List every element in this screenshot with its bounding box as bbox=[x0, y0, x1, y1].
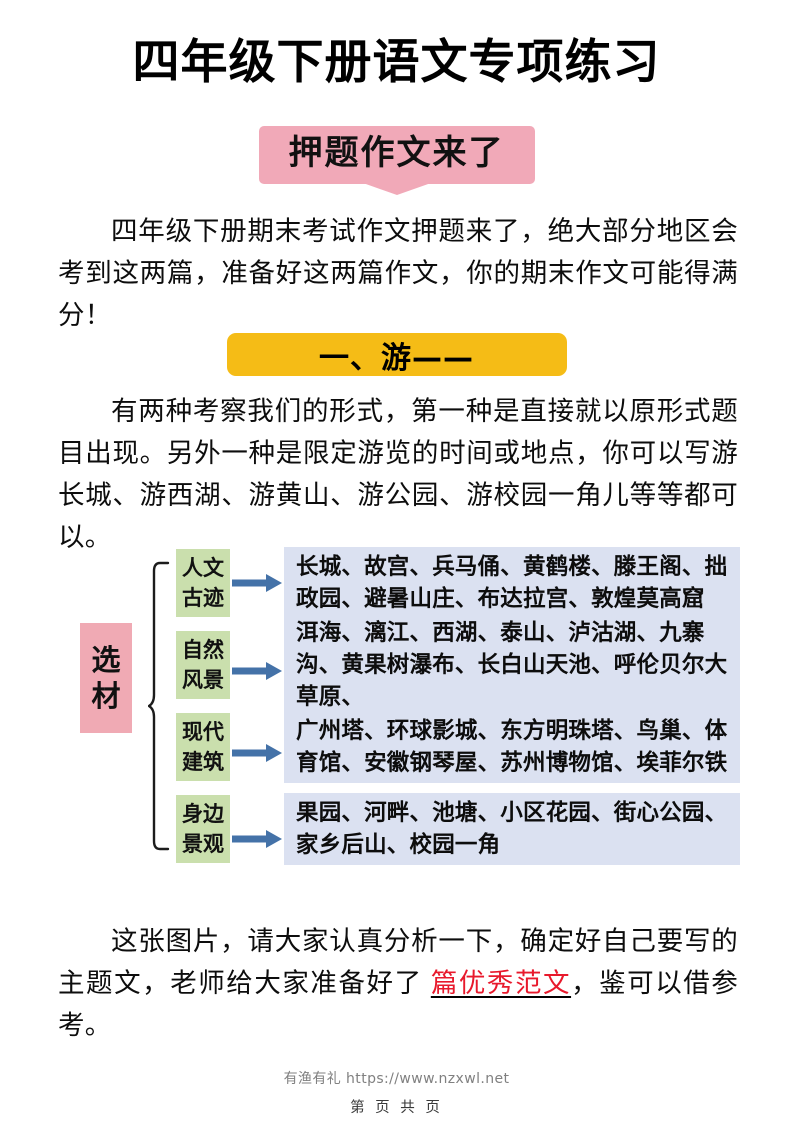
closing-text-part1: 这张图片，请大家认真分析一下，确定好自己要写的主题文，老师给大家准备好了 bbox=[58, 926, 738, 998]
footer-site-watermark: 有渔有礼 https://www.nzxwl.net bbox=[283, 1071, 510, 1087]
diagram-category-box: 身边 景观 bbox=[176, 795, 230, 863]
banner-label: 押题作文来了 bbox=[258, 126, 535, 194]
diagram-root-label-char1: 选 bbox=[91, 642, 121, 677]
closing-paragraph: 这张图片，请大家认真分析一下，确定好自己要写的主题文，老师给大家准备好了 篇优秀… bbox=[58, 920, 738, 1046]
diagram-row: 现代 建筑 广州塔、环球影城、东方明珠塔、鸟巢、体育馆、安徽钢琴屋、苏州博物馆、… bbox=[176, 711, 740, 783]
diagram-items-text: 长城、故宫、兵马俑、黄鹤楼、滕王阁、拙政园、避暑山庄、布达拉宫、敦煌莫高窟 bbox=[284, 547, 740, 619]
diagram-row: 自然 风景 洱海、漓江、西湖、泰山、泸沽湖、九寨沟、黄果树瀑布、长白山天池、呼伦… bbox=[176, 613, 740, 717]
curly-brace-icon bbox=[147, 561, 170, 851]
section-header-label: 一、游—— bbox=[226, 333, 567, 376]
page-title: 四年级下册语文专项练习 bbox=[132, 35, 661, 90]
diagram-items-text: 广州塔、环球影城、东方明珠塔、鸟巢、体育馆、安徽钢琴屋、苏州博物馆、埃菲尔铁 bbox=[284, 711, 740, 783]
diagram-items-text: 果园、河畔、池塘、小区花园、街心公园、家乡后山、校园一角 bbox=[284, 793, 740, 865]
diagram-category-char2: 景观 bbox=[182, 832, 224, 856]
arrow-right-icon bbox=[230, 713, 284, 781]
diagram-category-box: 人文 古迹 bbox=[176, 549, 230, 617]
diagram-root-label-char2: 材 bbox=[91, 679, 121, 713]
diagram-category-char1: 自然 bbox=[182, 637, 224, 662]
diagram-category-box: 自然 风景 bbox=[176, 631, 230, 699]
diagram-root-label: 选 材 bbox=[80, 623, 132, 733]
diagram-row: 身边 景观 果园、河畔、池塘、小区花园、街心公园、家乡后山、校园一角 bbox=[176, 793, 740, 865]
footer-page-number: 第 页 共 页 bbox=[350, 1100, 443, 1116]
arrow-right-icon bbox=[230, 549, 284, 617]
diagram-category-char1: 身边 bbox=[182, 801, 224, 826]
material-selection-diagram: 选 材 人文 古迹 长城、故宫、兵马俑、黄鹤楼、滕王阁、拙政园、避暑山庄、布达拉… bbox=[80, 543, 740, 878]
forms-paragraph: 有两种考察我们的形式，第一种是直接就以原形式题目出现。另外一种是限定游览的时间或… bbox=[58, 396, 738, 552]
arrow-right-icon bbox=[230, 795, 284, 863]
diagram-category-char1: 人文 bbox=[182, 555, 224, 580]
closing-highlight-text: 篇优秀范文 bbox=[430, 968, 572, 998]
diagram-category-char2: 风景 bbox=[182, 668, 224, 692]
diagram-category-char1: 现代 bbox=[182, 719, 224, 744]
diagram-category-char2: 古迹 bbox=[182, 586, 224, 610]
diagram-items-text: 洱海、漓江、西湖、泰山、泸沽湖、九寨沟、黄果树瀑布、长白山天池、呼伦贝尔大草原、 bbox=[284, 613, 740, 717]
banner-container: 押题作文来了 bbox=[0, 126, 793, 194]
arrow-right-icon bbox=[230, 631, 284, 699]
section-header-container: 一、游—— bbox=[0, 333, 793, 376]
diagram-category-box: 现代 建筑 bbox=[176, 713, 230, 781]
diagram-row: 人文 古迹 长城、故宫、兵马俑、黄鹤楼、滕王阁、拙政园、避暑山庄、布达拉宫、敦煌… bbox=[176, 547, 740, 619]
intro-paragraph: 四年级下册期末考试作文押题来了，绝大部分地区会考到这两篇，准备好这两篇作文，你的… bbox=[58, 216, 738, 330]
closing-text-part2: ，鉴可以借参考。 bbox=[58, 968, 739, 1040]
diagram-category-char2: 建筑 bbox=[182, 750, 224, 774]
